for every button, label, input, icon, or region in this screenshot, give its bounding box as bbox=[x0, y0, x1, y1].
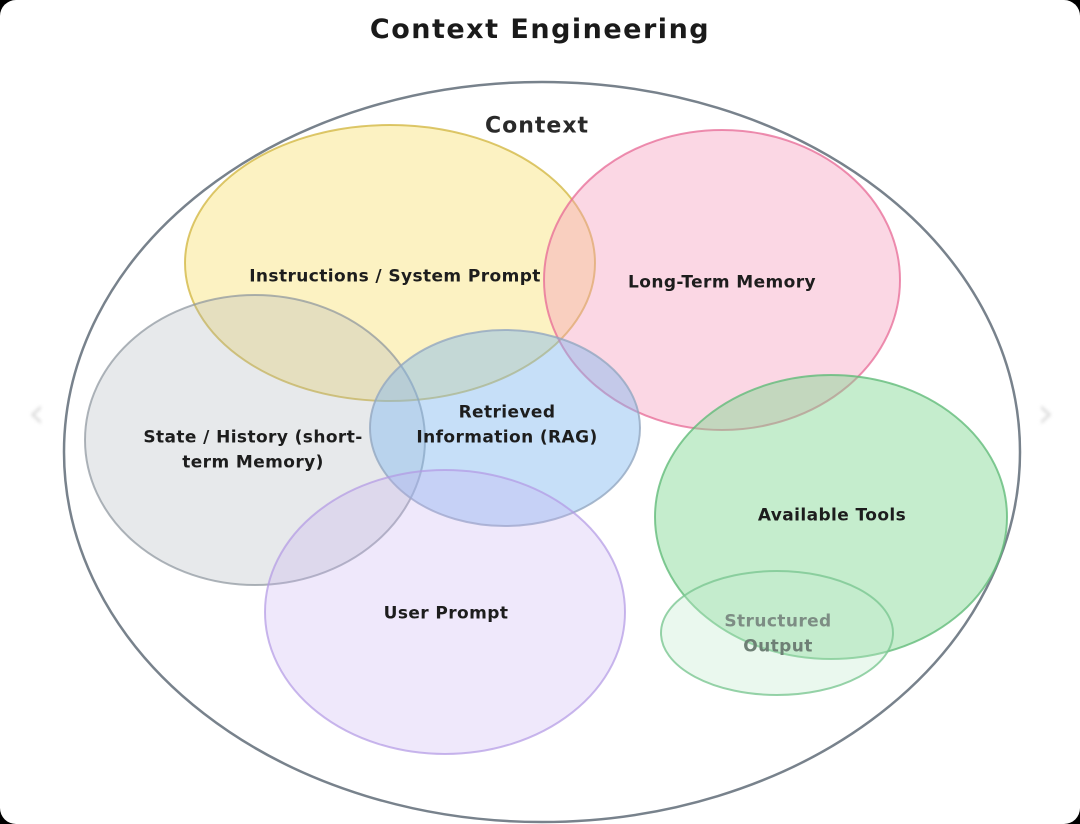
diagram-title: Context Engineering bbox=[369, 14, 711, 45]
available-tools-ellipse bbox=[654, 374, 1008, 660]
retrieved-information-label-line2: Information (RAG) bbox=[416, 427, 598, 447]
retrieved-information-ellipse bbox=[369, 329, 641, 527]
structured-output-label: Structured Output bbox=[724, 609, 831, 658]
available-tools-label: Available Tools bbox=[757, 505, 907, 526]
context-container-label: Context bbox=[484, 113, 590, 139]
user-prompt-label: User Prompt bbox=[383, 603, 509, 624]
long-term-memory-ellipse bbox=[543, 129, 901, 431]
state-history-label-line2: term Memory) bbox=[182, 452, 324, 472]
user-prompt-ellipse bbox=[264, 469, 626, 755]
structured-output-ellipse bbox=[660, 570, 894, 696]
state-history-label-line1: State / History (short- bbox=[143, 427, 363, 448]
instructions-label: Instructions / System Prompt bbox=[249, 266, 541, 287]
retrieved-information-label-line1: Retrieved bbox=[458, 402, 556, 423]
instructions-ellipse bbox=[184, 124, 596, 402]
context-boundary-ellipse bbox=[62, 80, 1022, 824]
carousel-left-arrow-icon[interactable]: ‹ bbox=[28, 388, 45, 437]
state-history-label: State / History (short- term Memory) bbox=[143, 425, 362, 474]
structured-output-label-line1: Structured bbox=[724, 611, 832, 632]
long-term-memory-label: Long-Term Memory bbox=[628, 272, 816, 293]
state-history-ellipse bbox=[84, 294, 426, 586]
structured-output-label-line2: Output bbox=[743, 636, 813, 656]
carousel-right-arrow-icon[interactable]: › bbox=[1037, 388, 1054, 437]
retrieved-information-label: Retrieved Information (RAG) bbox=[416, 400, 597, 449]
